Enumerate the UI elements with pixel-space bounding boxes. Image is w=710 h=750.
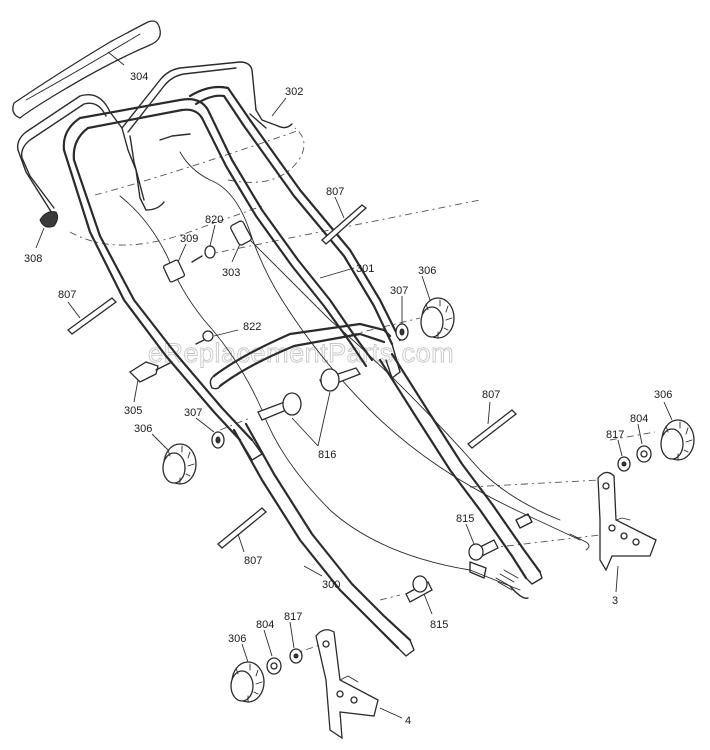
pin-807-bottom: [217, 507, 267, 549]
pin-807-right: [467, 409, 517, 449]
leader-lines: [35, 51, 673, 719]
pin-807-top: [321, 204, 368, 245]
handle-grip-304: [12, 20, 161, 119]
pins-807: [67, 204, 517, 549]
bolt-305: [128, 361, 173, 383]
label-308: 308: [24, 253, 42, 265]
bracket-4: [315, 629, 379, 740]
label-820: 820: [205, 214, 223, 226]
label-304: 304: [130, 71, 148, 83]
control-bail-302: [16, 61, 293, 219]
label-306-upper: 306: [418, 265, 436, 277]
part-labels: 304 302 308 807 820 309 303 301 306 807 …: [24, 71, 672, 727]
label-815-lower: 815: [430, 619, 448, 631]
watermark: eReplacementParts.com: [148, 338, 454, 368]
bolt-822: [202, 330, 214, 342]
bolts-815: [405, 539, 499, 603]
washer-804-bottom: [266, 657, 282, 675]
bolt-820: [204, 245, 216, 259]
label-303: 303: [222, 267, 240, 279]
pin-807-left: [67, 297, 117, 335]
label-807-bottom: 807: [244, 555, 262, 567]
knob-306-right: [660, 419, 695, 461]
nut-817-right: [617, 456, 631, 472]
washer-804-right: [636, 445, 652, 463]
bail-clip-308: [39, 211, 59, 228]
label-815-upper: 815: [456, 513, 474, 525]
carriage-bolts-816: [257, 367, 361, 421]
knob-306-upper: [420, 297, 455, 339]
label-306-left: 306: [134, 423, 152, 435]
lower-handle-300: [209, 322, 543, 657]
label-4: 4: [405, 715, 411, 727]
label-306-right: 306: [654, 389, 672, 401]
label-816: 816: [318, 449, 336, 461]
label-804-bottom: 804: [256, 619, 274, 631]
label-300: 300: [322, 579, 340, 591]
bolts: [191, 245, 216, 345]
knob-306-bottom: [230, 661, 265, 703]
cable-tie-303: [230, 220, 252, 246]
label-807-right: 807: [482, 389, 500, 401]
label-804-right: 804: [630, 413, 648, 425]
label-807-left: 807: [58, 289, 76, 301]
washer-307-upper: [395, 323, 409, 341]
label-817-right: 817: [606, 429, 624, 441]
upper-handle-301: [62, 85, 402, 461]
label-302: 302: [285, 86, 303, 98]
label-301: 301: [356, 263, 374, 275]
label-307-upper: 307: [390, 285, 408, 297]
label-3: 3: [612, 595, 618, 607]
label-807-top: 807: [326, 186, 344, 198]
knob-306-left: [162, 443, 197, 485]
bracket-3: [597, 471, 657, 572]
washer-307-left: [211, 431, 225, 449]
label-822: 822: [243, 321, 261, 333]
nut-817-bottom: [289, 648, 303, 664]
label-817-bottom: 817: [284, 611, 302, 623]
label-306-bottom: 306: [228, 633, 246, 645]
label-305: 305: [124, 405, 142, 417]
cable-clip-309: [162, 259, 186, 283]
label-309: 309: [180, 233, 198, 245]
label-307-left: 307: [184, 407, 202, 419]
control-cables: [119, 151, 590, 599]
